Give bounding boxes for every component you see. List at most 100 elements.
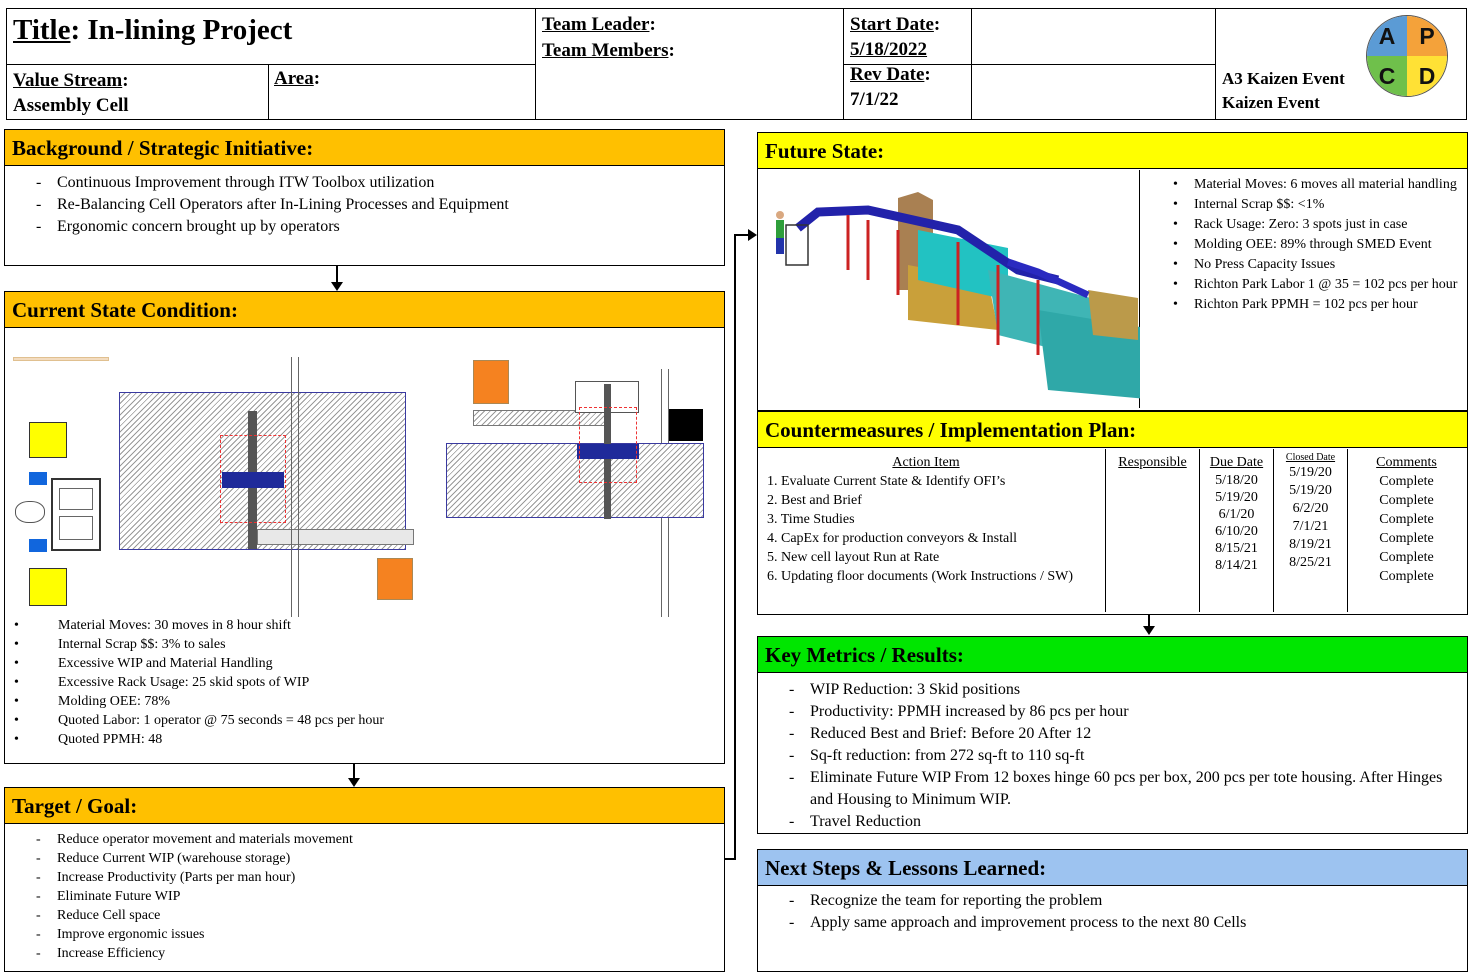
- list-item: Excessive Rack Usage: 25 skid spots of W…: [5, 673, 384, 692]
- list-item: Excessive WIP and Material Handling: [5, 654, 384, 673]
- connector-line: [734, 234, 748, 236]
- list-item: Quoted PPMH: 48: [5, 730, 384, 749]
- black-block: [669, 409, 703, 441]
- background-list: Continuous Improvement through ITW Toolb…: [5, 172, 509, 238]
- key-metrics-section: Key Metrics / Results: WIP Reduction: 3 …: [757, 636, 1468, 834]
- dates-cell: Start Date: 5/18/2022 Rev Date: 7/1/22: [844, 9, 972, 119]
- due-date-header: Due Date: [1209, 455, 1264, 470]
- molding-press-area: [119, 392, 406, 550]
- event-type: A3 Kaizen Event: [1222, 69, 1345, 88]
- list-item: Increase Productivity (Parts per man hou…: [5, 868, 353, 887]
- header-block: Title: In-lining Project Value Stream: A…: [6, 8, 1467, 120]
- future-state-title: Future State:: [758, 133, 1467, 169]
- list-item: Richton Park PPMH = 102 pcs per hour: [1140, 295, 1465, 315]
- pdca-a: A: [1367, 16, 1407, 56]
- event-cell: A3 Kaizen Event Kaizen Event A P C D: [1216, 9, 1466, 119]
- current-state-section: Current State Condition:: [4, 291, 725, 764]
- list-item: No Press Capacity Issues: [1140, 255, 1465, 275]
- value-stream-cell: Value Stream: Assembly Cell: [7, 65, 269, 119]
- press-outline: [579, 407, 637, 483]
- background-section: Background / Strategic Initiative: Conti…: [4, 129, 725, 266]
- list-item: Material Moves: 30 moves in 8 hour shift: [5, 616, 384, 635]
- next-steps-title: Next Steps & Lessons Learned:: [758, 850, 1467, 886]
- list-item: Eliminate Future WIP: [5, 887, 353, 906]
- rev-date-label: Rev Date: [850, 64, 925, 85]
- list-item: Molding OEE: 78%: [5, 692, 384, 711]
- start-date-label: Start Date: [850, 14, 934, 35]
- action-header: Action Item: [892, 455, 960, 470]
- connector-line: [725, 858, 735, 860]
- arrow-down: [331, 266, 343, 291]
- list-item: Productivity: PPMH increased by 86 pcs p…: [758, 701, 1463, 723]
- closed-date-column: Closed Date 5/19/20 5/19/20 6/2/20 7/1/2…: [1273, 449, 1347, 612]
- responsible-column: Responsible: [1105, 449, 1199, 612]
- team-members-label: Team Members: [542, 40, 669, 61]
- countermeasures-table: Action Item 1. Evaluate Current State & …: [758, 449, 1465, 612]
- table-row: 3. Time Studies: [767, 512, 855, 527]
- current-state-list: Material Moves: 30 moves in 8 hour shift…: [5, 616, 384, 749]
- list-item: Rack Usage: Zero: 3 spots just in case: [1140, 215, 1465, 235]
- team-leader-label: Team Leader: [542, 14, 650, 35]
- value-stream-value: Assembly Cell: [13, 95, 129, 116]
- future-layout-svg: [776, 192, 1158, 400]
- connector-line: [734, 234, 736, 860]
- due-date-column: Due Date 5/18/20 5/19/20 6/1/20 6/10/20 …: [1199, 449, 1273, 612]
- table-row: 5. New cell layout Run at Rate: [767, 550, 940, 565]
- list-item: Ergonomic concern brought up by operator…: [5, 216, 509, 238]
- key-metrics-list: WIP Reduction: 3 Skid positions Producti…: [758, 679, 1463, 833]
- comments-column: Comments Complete Complete Complete Comp…: [1347, 449, 1465, 612]
- pdca-c: C: [1367, 56, 1407, 96]
- list-item: Re-Balancing Cell Operators after In-Lin…: [5, 194, 509, 216]
- background-title: Background / Strategic Initiative:: [5, 130, 724, 166]
- current-layout-diagram: [5, 329, 722, 617]
- arrow-down: [1143, 615, 1155, 635]
- list-item: Apply same approach and improvement proc…: [758, 912, 1246, 934]
- list-item: Molding OEE: 89% through SMED Event: [1140, 235, 1465, 255]
- title-cell: Title: In-lining Project: [7, 9, 536, 65]
- target-title: Target / Goal:: [5, 788, 724, 824]
- blue-marker: [29, 539, 47, 552]
- conveyor-strip: [257, 529, 414, 545]
- list-item: Richton Park Labor 1 @ 35 = 102 pcs per …: [1140, 275, 1465, 295]
- comments-header: Comments: [1376, 455, 1437, 470]
- table-row: 4. CapEx for production conveyors & Inst…: [767, 531, 1018, 546]
- title-label: Title: [13, 14, 71, 46]
- team-cell: Team Leader: Team Members:: [536, 9, 844, 119]
- event-subtype: Kaizen Event: [1222, 93, 1320, 112]
- list-item: Continuous Improvement through ITW Toolb…: [5, 172, 509, 194]
- action-column: Action Item 1. Evaluate Current State & …: [758, 449, 1105, 612]
- pdca-p: P: [1407, 16, 1447, 56]
- key-metrics-title: Key Metrics / Results:: [758, 637, 1467, 673]
- rev-date-value: 7/1/22: [850, 89, 899, 110]
- list-item: Internal Scrap $$: <1%: [1140, 195, 1465, 215]
- dates-divider: [844, 64, 972, 65]
- closed-date-header: Closed Date: [1285, 452, 1336, 463]
- press-plate: [222, 472, 284, 488]
- pdca-d: D: [1407, 56, 1447, 96]
- orange-bin: [377, 558, 413, 600]
- workstation: [51, 478, 101, 551]
- orange-bin: [473, 360, 509, 404]
- list-item: Reduced Best and Brief: Before 20 After …: [758, 723, 1463, 745]
- list-item: Reduce operator movement and materials m…: [5, 830, 353, 849]
- target-list: Reduce operator movement and materials m…: [5, 830, 353, 963]
- ruler-mark: [13, 357, 109, 361]
- press-plate: [577, 444, 639, 459]
- next-steps-section: Next Steps & Lessons Learned: Recognize …: [757, 849, 1468, 972]
- list-item: Quoted Labor: 1 operator @ 75 seconds = …: [5, 711, 384, 730]
- list-item: Reduce Cell space: [5, 906, 353, 925]
- blank-cell-top: [972, 9, 1216, 65]
- yellow-bin: [29, 568, 67, 606]
- future-state-list: Material Moves: 6 moves all material han…: [1140, 175, 1465, 315]
- connector-arrowhead: [748, 229, 757, 241]
- list-item: Eliminate Future WIP From 12 boxes hinge…: [758, 767, 1463, 811]
- area-cell: Area:: [269, 65, 536, 119]
- blue-marker: [29, 472, 47, 485]
- blank-cell-bottom: [972, 65, 1216, 119]
- assembly-press-area: [446, 443, 704, 518]
- list-item: Sq-ft reduction: from 272 sq-ft to 110 s…: [758, 745, 1463, 767]
- list-item: Internal Scrap $$: 3% to sales: [5, 635, 384, 654]
- countermeasures-title: Countermeasures / Implementation Plan:: [758, 412, 1467, 448]
- title-value: : In-lining Project: [70, 14, 293, 46]
- start-date-value: 5/18/2022: [850, 39, 928, 60]
